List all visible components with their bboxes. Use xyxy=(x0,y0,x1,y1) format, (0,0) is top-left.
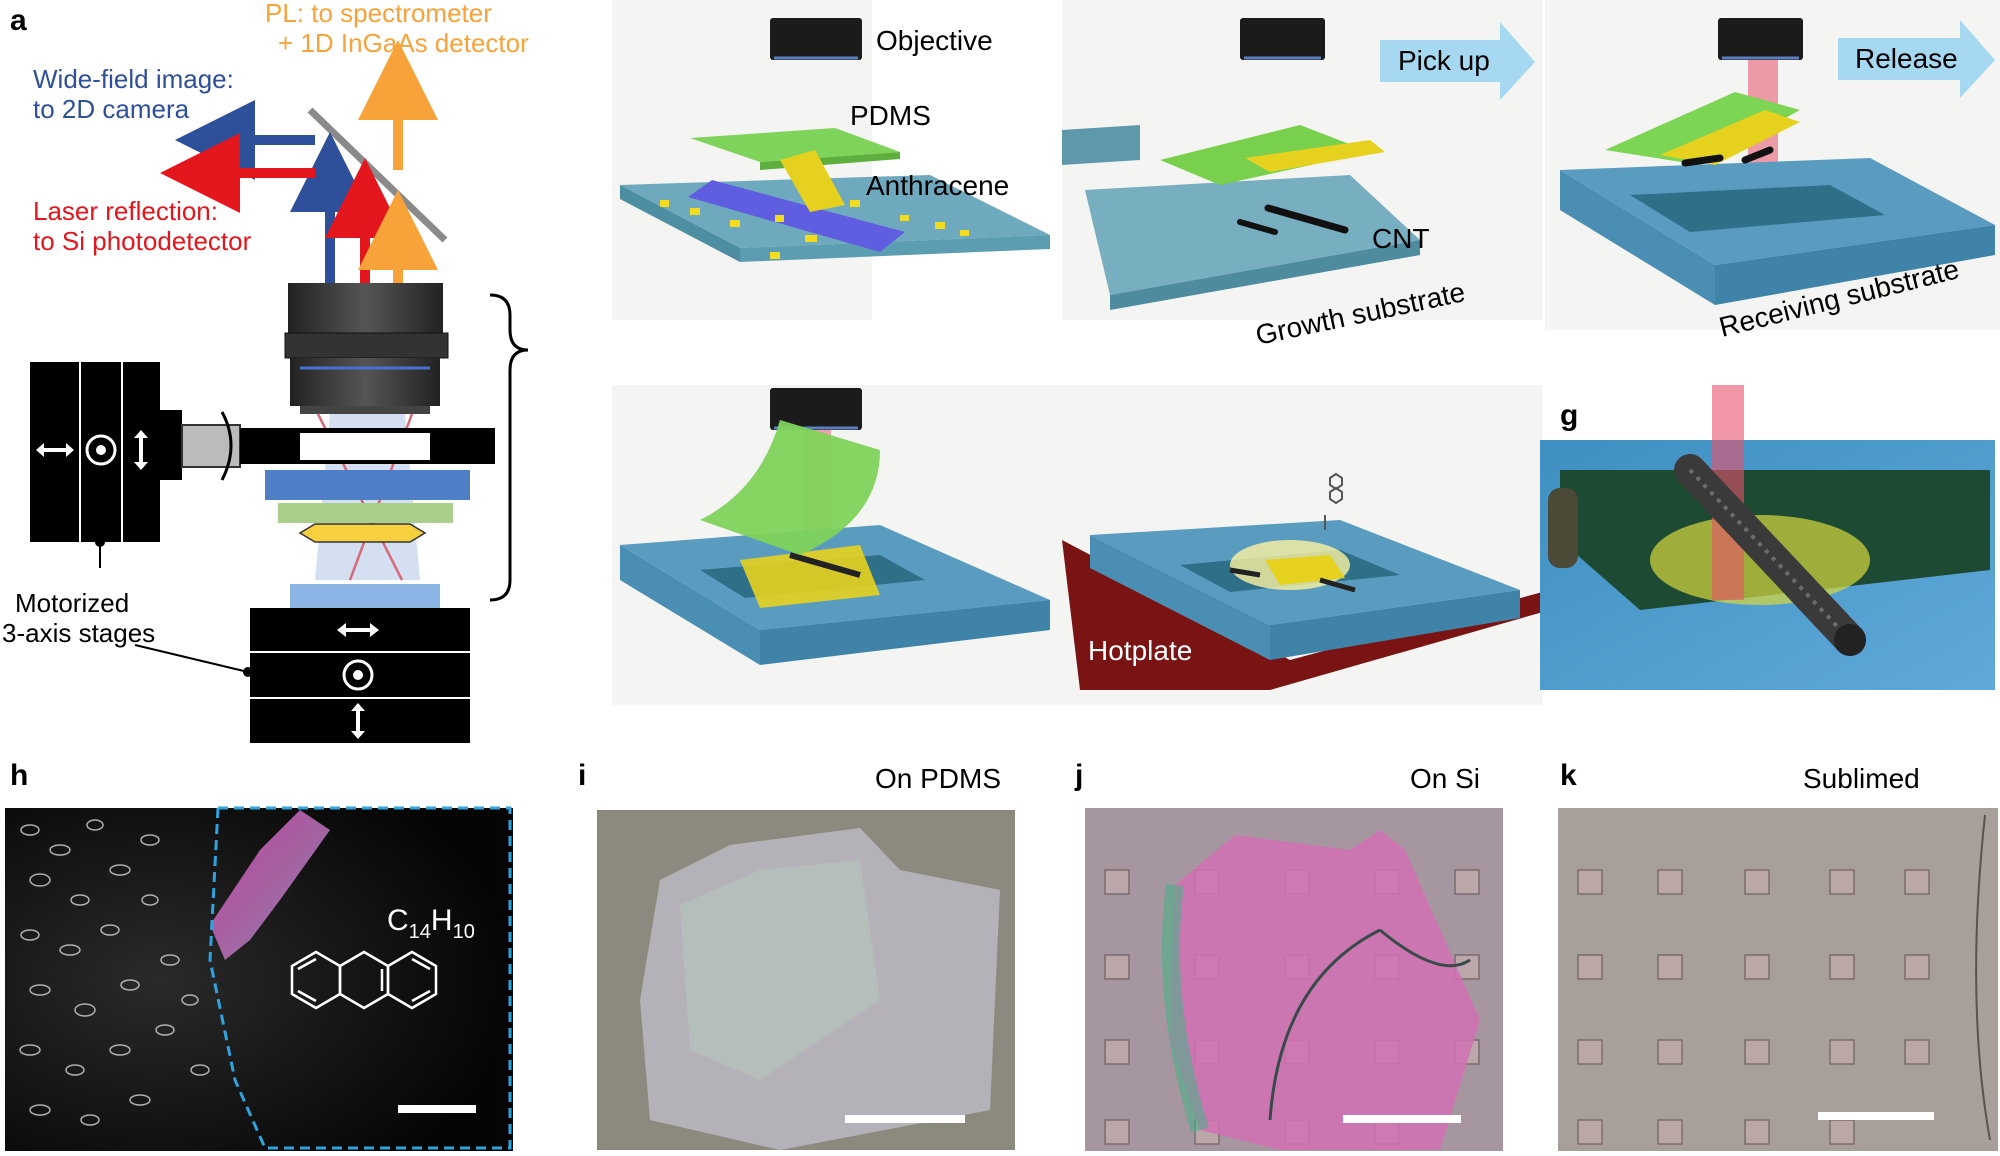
cnt-suspended-icon xyxy=(1674,454,1866,656)
anthracene-remnant xyxy=(1265,555,1345,585)
scale-bar-icon xyxy=(845,1115,965,1123)
panel-d: d Release Receiving substrate xyxy=(1545,0,2000,343)
top-stage-plate xyxy=(265,470,470,500)
caption-k: Sublimed xyxy=(1803,763,1920,794)
panel-b: b Objective PDMS Anthracene xyxy=(612,0,1050,320)
hotplate-label: Hotplate xyxy=(1088,635,1192,666)
pdms-stamp-peeling xyxy=(700,420,880,555)
pickup-label: Pick up xyxy=(1398,45,1490,76)
bottom-motorized-stage xyxy=(250,608,470,743)
objective-icon xyxy=(284,283,449,414)
panel-c: c Pick up CNT Growth substrate xyxy=(1062,0,1542,351)
panel-letter-a: a xyxy=(10,4,27,37)
pdms-label: PDMS xyxy=(850,100,931,131)
panel-letter-i: i xyxy=(578,759,586,792)
pl-label-line2: + 1D InGaAs detector xyxy=(278,28,529,58)
anthracene-molecule-icon xyxy=(1329,472,1343,505)
cnt-rod-1 xyxy=(1264,204,1349,234)
pdms-stamp xyxy=(1160,125,1370,185)
anthracene-flake xyxy=(740,545,880,608)
stages-label-line1: Motorized xyxy=(15,588,129,618)
formula-label: C14H10 xyxy=(387,904,475,943)
stages-pointer-line xyxy=(134,644,249,673)
panel-k: k Sublimed xyxy=(1558,759,1998,1151)
pdms-stamp xyxy=(690,128,900,162)
panel-letter-h: h xyxy=(10,759,28,792)
pdms-stamp xyxy=(1605,92,1800,165)
growth-substrate xyxy=(1085,175,1420,295)
trench xyxy=(1630,185,1885,232)
panel-i: i On PDMS xyxy=(578,759,1015,1150)
bottom-substrate xyxy=(290,584,440,609)
anthracene-flake xyxy=(1245,140,1385,172)
anthracene-crystals xyxy=(660,200,969,259)
laser-label-line1: Laser reflection: xyxy=(33,196,218,226)
si-pad-grid xyxy=(1577,869,1930,1145)
objective-label: Objective xyxy=(876,25,993,56)
panel-j: j On Si xyxy=(1074,759,1503,1151)
formula-c: C xyxy=(387,904,409,937)
anthracene-molecule-icon xyxy=(290,950,438,1010)
scale-bar-icon xyxy=(1818,1112,1934,1120)
rotation-arrow-icon xyxy=(220,411,233,481)
anthracene-flake-on-si xyxy=(1170,830,1480,1150)
dashed-region-outline xyxy=(208,806,512,1150)
objective-icon xyxy=(770,18,862,60)
stages-label-line2: 3-axis stages xyxy=(2,618,155,648)
dot-target-icon xyxy=(85,434,117,466)
microscope-image-k xyxy=(1558,808,1998,1151)
pdms-layer xyxy=(278,503,453,523)
panel-g: g xyxy=(1540,385,1995,690)
hotplate xyxy=(1062,540,1550,690)
purple-channel xyxy=(688,180,905,252)
anthracene-label: Anthracene xyxy=(866,170,1009,201)
laser-label-line2: to Si photodetector xyxy=(33,226,252,256)
anthracene-crystal xyxy=(298,523,427,543)
caption-i: On PDMS xyxy=(875,763,1001,794)
bracket xyxy=(489,293,529,602)
release-label: Release xyxy=(1855,43,1958,74)
scale-bar-icon xyxy=(398,1105,476,1113)
panel-letter-g: g xyxy=(1560,399,1578,432)
panel-a: a PL: to spectrometer + 1D InGaAs detect… xyxy=(2,0,529,743)
growth-substrate-edge xyxy=(1062,125,1140,165)
pink-crystal-flake xyxy=(210,810,330,960)
scale-bar-icon xyxy=(1343,1115,1461,1123)
flow-arrow-release xyxy=(1838,20,1995,98)
caption-j: On Si xyxy=(1410,763,1480,794)
panel-letter-k: k xyxy=(1560,759,1577,792)
formula-h-sub: 10 xyxy=(453,921,475,943)
anthracene-flake xyxy=(1660,110,1800,165)
cnt-rod-2 xyxy=(1237,219,1278,235)
cnt-label: CNT xyxy=(1372,223,1430,254)
panel-letter-j: j xyxy=(1074,759,1083,792)
widefield-label-line2: to 2D camera xyxy=(33,94,190,124)
formula-c-sub: 14 xyxy=(409,921,431,943)
formula-h: H xyxy=(431,904,453,937)
objective-icon xyxy=(770,388,862,430)
panel-e: e xyxy=(612,385,1067,705)
arrow-horizontal-icon xyxy=(36,443,74,457)
crystal-field xyxy=(19,819,210,1126)
arrow-vertical-icon xyxy=(134,430,148,470)
pl-label-line1: PL: to spectrometer xyxy=(265,0,492,28)
panel-h: h C14H10 xyxy=(5,759,513,1151)
cnt-short-icon xyxy=(1548,488,1578,568)
objective-icon xyxy=(1718,18,1803,60)
flow-arrow-pickup xyxy=(1380,22,1535,100)
widefield-label-line1: Wide-field image: xyxy=(33,64,234,94)
left-motorized-stage xyxy=(30,362,495,568)
objective-icon xyxy=(1240,18,1325,60)
anthracene-flake xyxy=(780,150,845,212)
panel-f: f Hotplate xyxy=(1062,385,1550,705)
